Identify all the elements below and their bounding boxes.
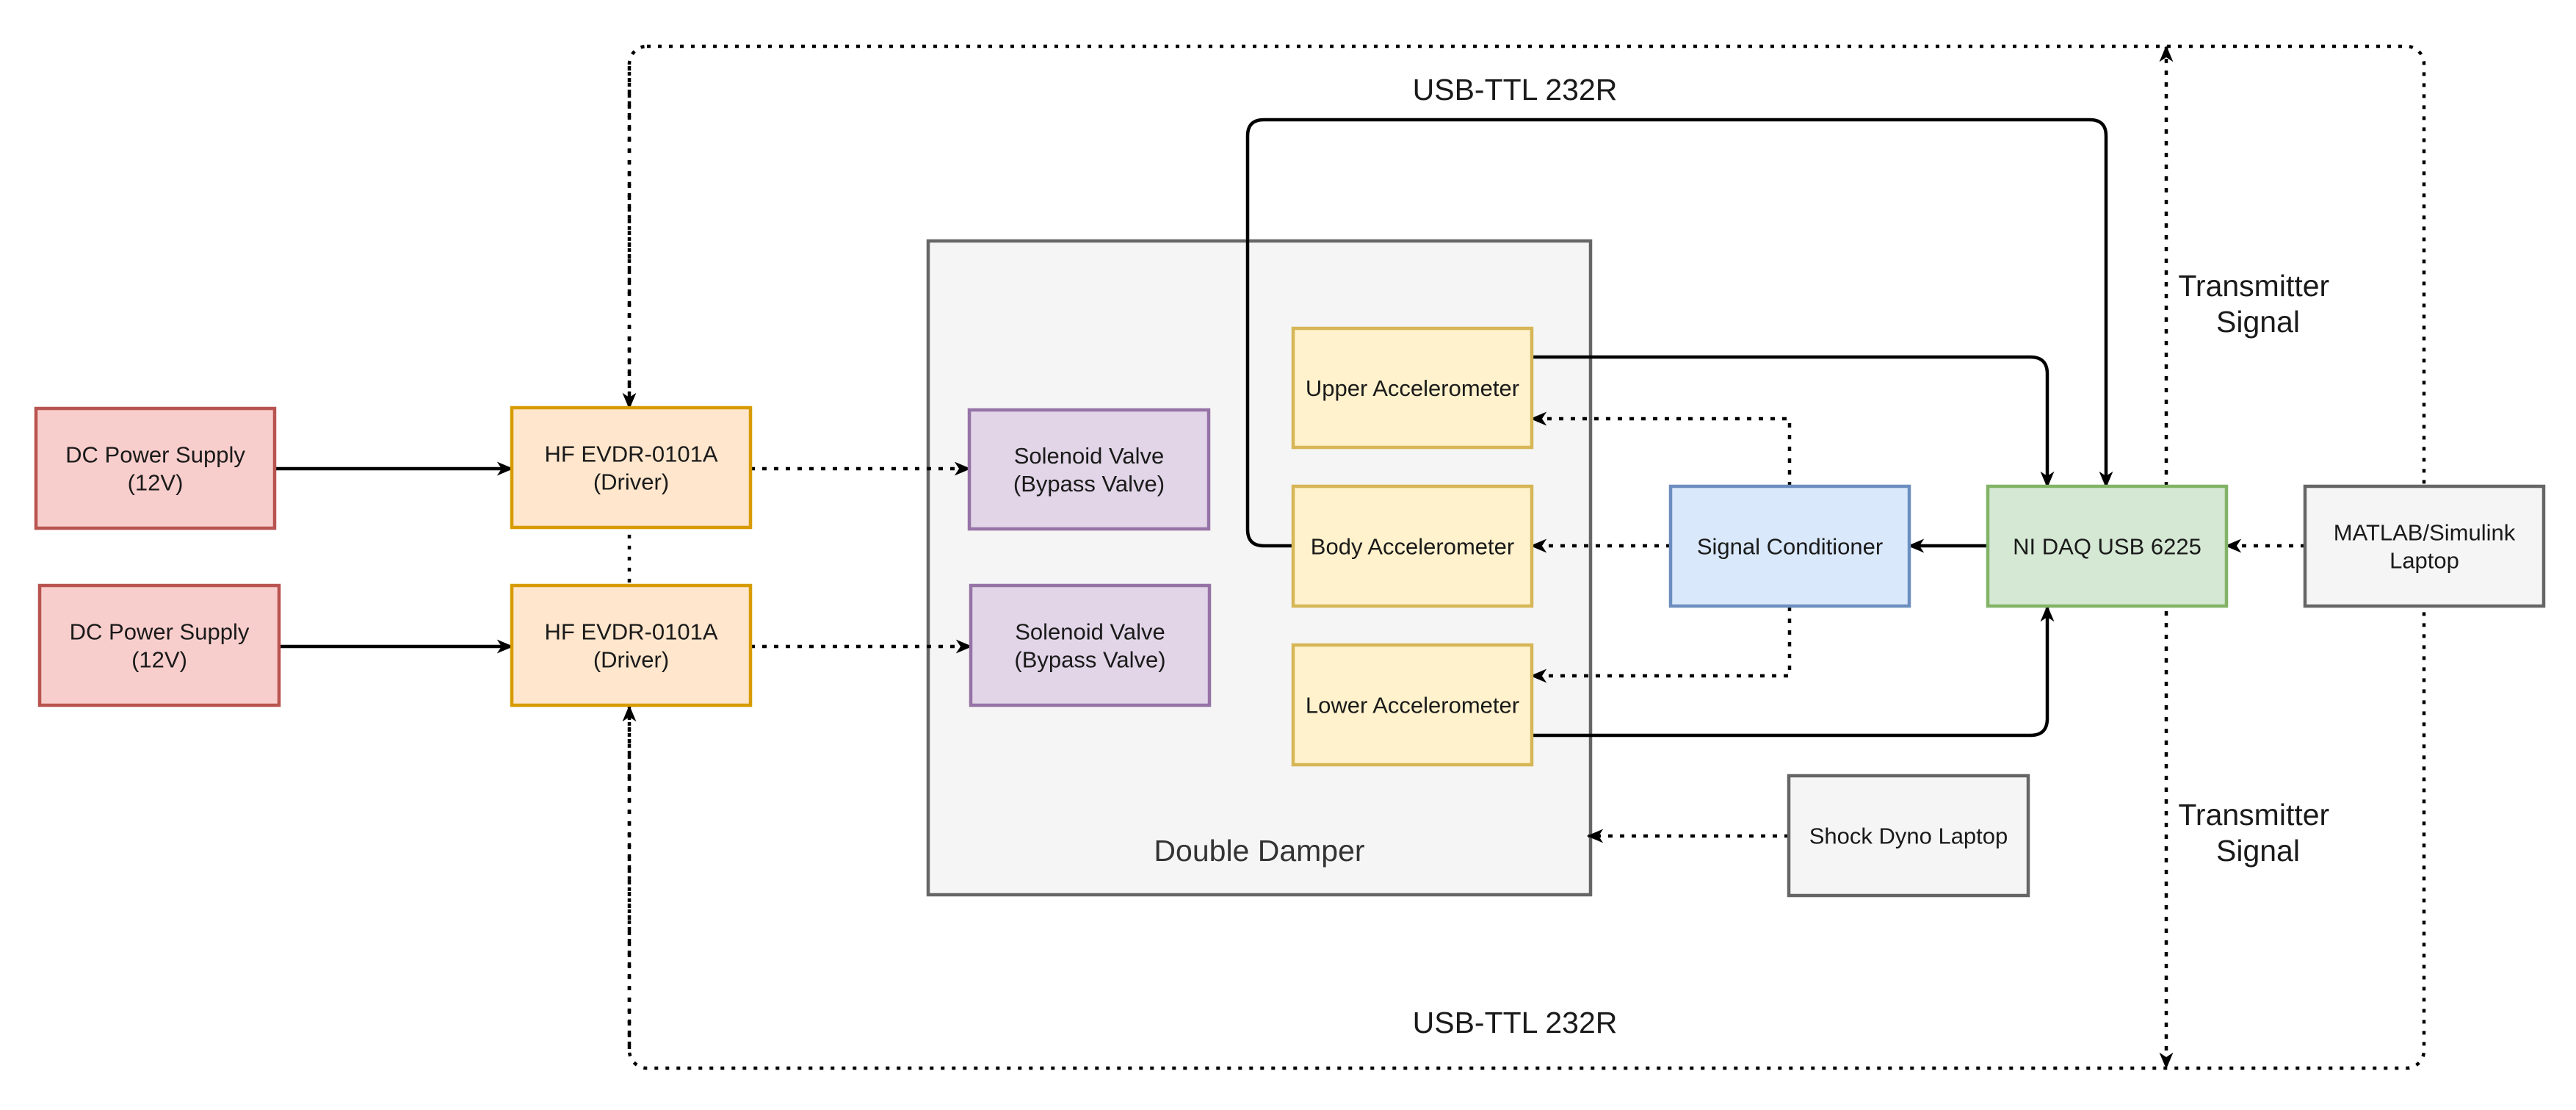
solenoid-valve-1-block-label-line: (Bypass Valve) <box>1013 471 1165 497</box>
solenoid-valve-2-block-label: Solenoid Valve(Bypass Valve) <box>1014 619 1165 673</box>
matlab-simulink-laptop-block-label-line: MATLAB/Simulink <box>2334 520 2516 546</box>
body-accelerometer-block: Body Accelerometer <box>1291 484 1534 608</box>
hf-evdr-driver-1-block-label-line: (Driver) <box>593 469 669 495</box>
solenoid-valve-2-block-label-line: (Bypass Valve) <box>1014 647 1165 673</box>
solenoid-valve-2-block: Solenoid Valve(Bypass Valve) <box>969 583 1212 707</box>
shock-dyno-laptop-block: Shock Dyno Laptop <box>1787 774 2030 898</box>
hf-evdr-driver-2-block-label-line: HF EVDR-0101A <box>544 619 717 645</box>
double-damper-label: Double Damper <box>1154 834 1364 868</box>
solid-connectors <box>275 118 2113 738</box>
usb-ttl-loop-border <box>627 44 2426 1070</box>
hf-evdr-driver-1-block-label: HF EVDR-0101A(Driver) <box>544 442 717 495</box>
lower-accelerometer-block-shape <box>1291 643 1534 767</box>
solenoid-valve-2-block-label-line: Solenoid Valve <box>1015 619 1165 645</box>
dc-power-supply-2-block-label-line: DC Power Supply <box>70 619 250 645</box>
usb-ttl-bottom-label: USB-TTL 232R <box>1413 1006 1618 1039</box>
lower-accelerometer-block-label: Lower Accelerometer <box>1306 693 1519 718</box>
dc-power-supply-2-block: DC Power Supply(12V) <box>37 583 281 707</box>
lower-accel-to-daq-arrow <box>1532 605 2055 738</box>
upper-accelerometer-block-label-line: Upper Accelerometer <box>1306 375 1519 401</box>
body-accelerometer-block-shape <box>1291 484 1534 608</box>
shock-dyno-laptop-block-label: Shock Dyno Laptop <box>1809 824 2008 849</box>
ni-daq-usb-6225-block-shape <box>1986 484 2229 608</box>
signal-conditioner-block: Signal Conditioner <box>1668 484 1911 608</box>
ni-daq-usb-6225-block-label-line: NI DAQ USB 6225 <box>2013 534 2201 560</box>
hf-evdr-driver-2-block-shape <box>510 583 753 707</box>
dotted-connectors <box>622 45 2305 1070</box>
dc-power-supply-1-block-label-line: (12V) <box>128 470 184 496</box>
upper-accelerometer-block: Upper Accelerometer <box>1291 326 1534 450</box>
lower-accelerometer-block-label-line: Lower Accelerometer <box>1306 693 1519 718</box>
transmitter-signal-bottom-label: Transmitter Signal <box>2178 798 2337 868</box>
dc-power-supply-1-block-label: DC Power Supply(12V) <box>65 442 245 496</box>
signal-conditioner-block-label: Signal Conditioner <box>1697 534 1883 560</box>
blocks-layer: DC Power Supply(12V)DC Power Supply(12V)… <box>34 326 2546 898</box>
dc-power-supply-2-block-label: DC Power Supply(12V) <box>70 619 250 673</box>
hf-evdr-driver-2-block-label-line: (Driver) <box>593 647 669 673</box>
dc-power-supply-2-block-label-line: (12V) <box>131 647 187 673</box>
dc-power-supply-2-block-shape <box>37 583 281 707</box>
lower-accelerometer-block: Lower Accelerometer <box>1291 643 1534 767</box>
shock-dyno-laptop-block-label-line: Shock Dyno Laptop <box>1809 824 2008 849</box>
matlab-simulink-laptop-block-label-line: Laptop <box>2389 548 2459 574</box>
hf-evdr-driver-2-block-label: HF EVDR-0101A(Driver) <box>544 619 717 673</box>
body-accelerometer-block-label: Body Accelerometer <box>1311 534 1514 560</box>
shock-dyno-laptop-block-shape <box>1787 774 2030 898</box>
solenoid-valve-1-block-shape <box>967 408 1211 531</box>
body-accelerometer-block-label-line: Body Accelerometer <box>1311 534 1514 560</box>
hf-evdr-driver-1-block-shape <box>510 406 753 530</box>
transmitter-signal-top-label: Transmitter Signal <box>2178 269 2337 339</box>
ni-daq-usb-6225-block-label: NI DAQ USB 6225 <box>2013 534 2201 560</box>
upper-accelerometer-block-shape <box>1291 326 1534 450</box>
free-labels: USB-TTL 232R USB-TTL 232R Transmitter Si… <box>1413 73 2337 1039</box>
body-accel-usb-to-daq-arrow <box>1245 118 2113 548</box>
dc-power-supply-1-block-label-line: DC Power Supply <box>65 442 245 468</box>
hf-evdr-driver-1-block: HF EVDR-0101A(Driver) <box>510 406 753 530</box>
hf-evdr-driver-1-block-label-line: HF EVDR-0101A <box>544 442 717 467</box>
solenoid-valve-1-block: Solenoid Valve(Bypass Valve) <box>967 408 1211 531</box>
signal-conditioner-block-shape <box>1668 484 1911 608</box>
matlab-simulink-laptop-block-shape <box>2303 484 2546 608</box>
dc-power-supply-1-block: DC Power Supply(12V) <box>34 406 277 530</box>
ni-daq-usb-6225-block: NI DAQ USB 6225 <box>1986 484 2229 608</box>
hf-evdr-driver-2-block: HF EVDR-0101A(Driver) <box>510 583 753 707</box>
upper-accelerometer-block-label: Upper Accelerometer <box>1306 375 1519 401</box>
conditioner-to-upper-accel-arrow <box>1530 411 1792 486</box>
dc-power-supply-1-block-shape <box>34 406 277 530</box>
upper-accel-to-daq-arrow <box>1532 355 2055 489</box>
solenoid-valve-2-block-shape <box>969 583 1212 707</box>
usb-ttl-top-label: USB-TTL 232R <box>1413 73 1618 107</box>
solenoid-valve-1-block-label-line: Solenoid Valve <box>1014 443 1165 469</box>
signal-conditioner-block-label-line: Signal Conditioner <box>1697 534 1883 560</box>
solenoid-valve-1-block-label: Solenoid Valve(Bypass Valve) <box>1013 443 1165 497</box>
